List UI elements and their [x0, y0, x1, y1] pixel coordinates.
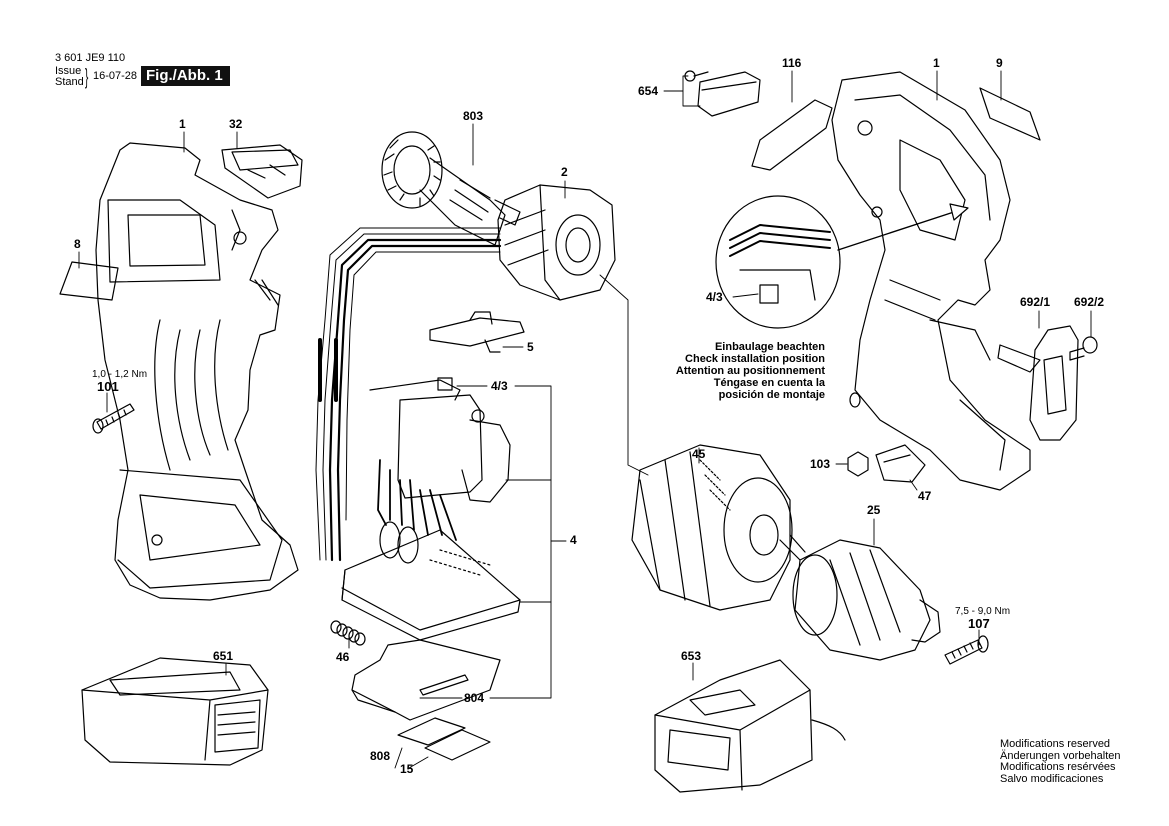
part-number: 3 601 JE9 110: [55, 52, 126, 64]
callout-651: 651: [213, 649, 234, 663]
callout-46: 46: [336, 650, 350, 664]
cap-47-drawing: [875, 444, 926, 483]
install-note-de: Einbaulage beachten: [714, 341, 825, 353]
screw-107-drawing: [944, 635, 989, 665]
callout-1-right: 1: [933, 56, 940, 70]
housing-right-drawing: [831, 71, 1031, 491]
leader-lines: [78, 70, 1092, 769]
motor-housing-drawing: [497, 184, 616, 301]
switch-module-drawing: [341, 377, 521, 641]
label-8-drawing: [59, 261, 119, 301]
issue-label: Issue: [55, 65, 82, 77]
label-9-drawing: [979, 87, 1041, 141]
charger-drawing: [654, 659, 846, 793]
callout-47: 47: [918, 489, 932, 503]
callout-25: 25: [867, 503, 881, 517]
figure-label: Fig./Abb. 1: [141, 66, 230, 86]
torque-107: 7,5 - 9,0 Nm: [955, 606, 1011, 617]
callout-692-1: 692/1: [1020, 295, 1051, 309]
screw-101-drawing: [92, 403, 135, 434]
install-position-note: Einbaulage beachten Check installation p…: [676, 341, 825, 401]
callout-4-3-detail: 4/3: [706, 290, 723, 304]
motor-wires-drawing: [315, 227, 502, 562]
callout-8: 8: [74, 237, 81, 251]
modifications-de: Änderungen vorbehalten: [1000, 749, 1121, 762]
stand-label: Stand: [55, 76, 84, 88]
callout-803: 803: [463, 109, 484, 123]
torque-101: 1,0 - 1,2 Nm: [92, 369, 148, 380]
callout-692-2: 692/2: [1074, 295, 1105, 309]
modifications-fr: Modifications resérvées: [1000, 761, 1116, 774]
spring-46-drawing: [330, 620, 366, 646]
housing-left-drawing: [95, 142, 299, 601]
modifications-notice: Modifications reserved Änderungen vorbeh…: [1000, 738, 1121, 785]
issue-date: 16-07-28: [93, 70, 138, 82]
callout-4-3: 4/3: [491, 379, 508, 393]
callout-32: 32: [229, 117, 243, 131]
install-note-es-1: Téngase en cuenta la: [713, 377, 825, 390]
install-note-es-2: posición de montaje: [718, 389, 825, 402]
install-note-fr: Attention au positionnement: [675, 365, 825, 378]
issue-brace: }: [85, 64, 89, 89]
callout-804: 804: [464, 691, 485, 705]
labels-808-15-drawing: [397, 717, 491, 761]
callout-4: 4: [570, 533, 577, 547]
belt-clip-drawing: [684, 70, 761, 117]
callout-1-left: 1: [179, 117, 186, 131]
callout-9: 9: [996, 56, 1003, 70]
install-note-en: Check installation position: [685, 353, 825, 366]
gearbox-drawing: [631, 444, 793, 611]
callout-5: 5: [527, 340, 534, 354]
modifications-en: Modifications reserved: [1000, 738, 1111, 750]
callout-116: 116: [782, 56, 802, 70]
callout-107: 107: [968, 616, 990, 631]
callout-101: 101: [97, 379, 119, 394]
contact-cover-drawing: [221, 144, 303, 199]
callout-2: 2: [561, 165, 568, 179]
belt-hook-drawing: [997, 325, 1098, 441]
contact-plate-drawing: [351, 639, 501, 721]
chuck-drawing: [779, 534, 941, 661]
callout-654: 654: [638, 84, 659, 98]
callout-15: 15: [400, 762, 414, 776]
battery-pack-drawing: [81, 657, 269, 766]
callout-45: 45: [692, 447, 706, 461]
callout-103: 103: [810, 457, 831, 471]
nut-103-drawing: [847, 451, 869, 477]
install-detail-drawing: [715, 195, 969, 329]
slider-5-drawing: [429, 311, 525, 353]
armature-drawing: [381, 131, 521, 246]
callout-653: 653: [681, 649, 702, 663]
callout-808: 808: [370, 749, 391, 763]
cover-116-drawing: [751, 99, 833, 171]
modifications-es: Salvo modificaciones: [1000, 772, 1104, 785]
